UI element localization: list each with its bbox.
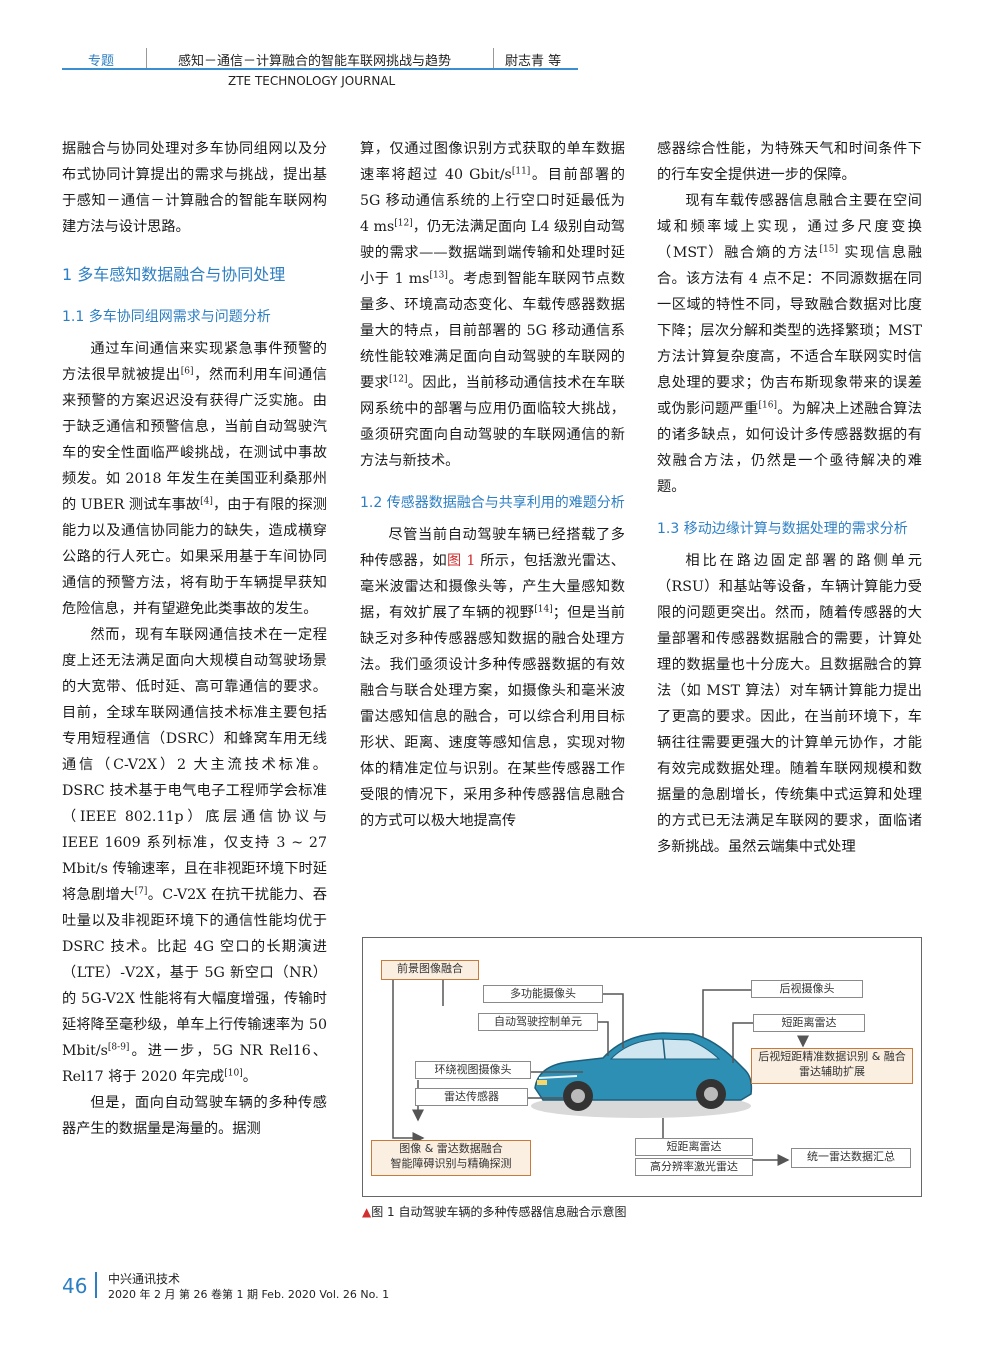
short-radar-box: 短距离雷达 [753, 1014, 865, 1032]
box-line: 智能障碍识别与精确探测 [390, 1157, 512, 1170]
citation[interactable]: [15] [819, 244, 839, 255]
citation[interactable]: [10] [224, 1068, 243, 1079]
box-line: 雷达辅助扩展 [799, 1065, 865, 1078]
paragraph: 算，仅通过图像识别方式获取的单车数据速率将超过 40 Gbit/s[11]。目前… [360, 141, 625, 469]
column-3: 感器综合性能，为特殊天气和时间条件下的行车安全提供进一步的保障。 现有车载传感器… [657, 136, 922, 860]
paragraph: 尽管当前自动驾驶车辆已经搭载了多种传感器，如图 1 所示，包括激光雷达、毫米波雷… [360, 527, 625, 829]
subsection-heading: 1.2 传感器数据融合与共享利用的难题分析 [360, 495, 625, 511]
figure-link[interactable]: 图 1 [447, 553, 476, 569]
radar-sensor-box: 雷达传感器 [415, 1088, 528, 1106]
paragraph: 但是，面向自动驾驶车辆的多种传感器产生的数据量是海量的。据测 [62, 1095, 327, 1137]
multi-camera-box: 多功能摄像头 [483, 985, 603, 1003]
citation[interactable]: [4] [200, 496, 213, 507]
adas-unit-box: 自动驾驶控制单元 [478, 1013, 598, 1031]
box-line: 后视短距精准数据识别 & 融合 [758, 1050, 906, 1063]
unified-radar-box: 统一雷达数据汇总 [791, 1148, 911, 1168]
citation[interactable]: [16] [758, 400, 777, 411]
running-title: 感知－通信－计算融合的智能车联网挑战与趋势 [178, 54, 452, 69]
image-radar-fusion-box: 图像 & 雷达数据融合 智能障碍识别与精确探测 [371, 1140, 531, 1176]
paragraph: 通过车间通信来实现紧急事件预警的方法很早就被提出[6]，然而利用车间通信来预警的… [62, 341, 327, 617]
header-rule [62, 68, 578, 70]
paragraph: 现有车载传感器信息融合主要在空间域和频率域上实现，通过多尺度变换（MST）融合熵… [657, 193, 922, 495]
paragraph: 据融合与协同处理对多车协同组网以及分布式协同计算提出的需求与挑战，提出基于感知－… [62, 141, 327, 235]
section-heading: 1 多车感知数据融合与协同处理 [62, 265, 286, 284]
figure-connectors [392, 967, 809, 1166]
footer-issue: 2020 年 2 月 第 26 卷第 1 期 Feb. 2020 Vol. 26… [108, 1288, 390, 1301]
citation[interactable]: [8-9] [107, 1042, 130, 1053]
citation[interactable]: [7] [134, 886, 148, 897]
section-topic: 专题 [88, 54, 115, 69]
citation[interactable]: [12] [389, 374, 408, 385]
citation[interactable]: [11] [511, 166, 531, 177]
citation[interactable]: [6] [180, 366, 194, 377]
page-number: 46 [62, 1274, 88, 1298]
running-author: 尉志青 等 [505, 54, 562, 69]
paragraph: 相比在路边固定部署的路侧单元（RSU）和基站等设备，车辆计算能力受限的问题更突出… [657, 553, 922, 855]
rear-camera-box: 后视摄像头 [751, 980, 863, 998]
subsection-heading: 1.3 移动边缘计算与数据处理的需求分析 [657, 521, 908, 537]
surround-camera-box: 环绕视图摄像头 [415, 1061, 531, 1079]
column-2: 算，仅通过图像识别方式获取的单车数据速率将超过 40 Gbit/s[11]。目前… [360, 136, 625, 834]
box-line: 图像 & 雷达数据融合 [399, 1142, 503, 1155]
citation[interactable]: [12] [394, 218, 413, 229]
column-1: 据融合与协同处理对多车协同组网以及分布式协同计算提出的需求与挑战，提出基于感知－… [62, 136, 327, 1142]
front-image-fusion-box: 前景图像融合 [381, 960, 479, 980]
paragraph: 感器综合性能，为特殊天气和时间条件下的行车安全提供进一步的保障。 [657, 141, 922, 183]
header-divider [493, 48, 494, 68]
journal-name: ZTE TECHNOLOGY JOURNAL [228, 74, 396, 88]
subsection-heading: 1.1 多车协同组网需求与问题分析 [62, 309, 271, 325]
car-illustration [531, 1032, 753, 1118]
rear-fusion-box: 后视短距精准数据识别 & 融合 雷达辅助扩展 [751, 1048, 913, 1084]
figure-caption: ▲图 1 自动驾驶车辆的多种传感器信息融合示意图 [362, 1205, 627, 1219]
hires-lidar-box: 高分辨率激光雷达 [635, 1158, 753, 1176]
figure-1: 前景图像融合 多功能摄像头 自动驾驶控制单元 环绕视图摄像头 雷达传感器 图像 … [362, 937, 922, 1197]
citation[interactable]: [14] [534, 604, 553, 615]
footer-divider [95, 1272, 97, 1298]
citation[interactable]: [13] [429, 270, 448, 281]
short-radar-box-2: 短距离雷达 [635, 1138, 753, 1156]
caption-marker: ▲ [362, 1205, 372, 1219]
footer-journal: 中兴通讯技术 [108, 1272, 181, 1286]
paragraph: 然而，现有车联网通信技术在一定程度上还无法满足面向大规模自动驾驶场景的大宽带、低… [62, 627, 327, 1085]
header-divider [146, 48, 147, 68]
